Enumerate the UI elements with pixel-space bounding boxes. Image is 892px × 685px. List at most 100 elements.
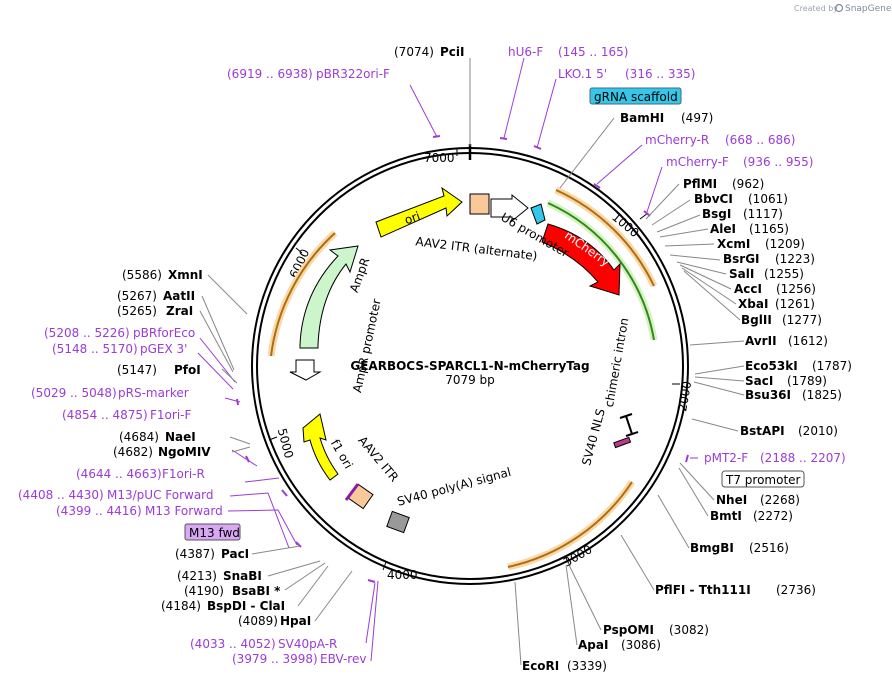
site-name[interactable]: BamHI <box>620 111 664 125</box>
site-name[interactable]: PfoI <box>174 363 201 377</box>
site-name[interactable]: XbaI <box>738 297 768 311</box>
t7-promoter-box[interactable] <box>721 470 805 488</box>
primer-name[interactable]: EBV-rev <box>320 652 366 666</box>
primer-name[interactable]: LKO.1 5' <box>558 67 607 81</box>
primer-name[interactable]: pBRforEco <box>133 326 195 340</box>
site-name[interactable]: PciI <box>440 45 465 59</box>
site-name[interactable]: AatII <box>163 289 195 303</box>
m13-fwd-box[interactable] <box>184 523 241 541</box>
m13-fwd-label: M13 fwd <box>189 526 240 540</box>
site-name[interactable]: NgoMIV <box>158 445 211 459</box>
site-pos: (3339) <box>567 659 607 673</box>
primer-name[interactable]: pBR322ori-F <box>316 67 390 81</box>
ampr-promoter-feature[interactable] <box>289 359 322 381</box>
site-name[interactable]: BmtI <box>710 509 742 523</box>
aav2-itr-feature[interactable] <box>347 483 374 510</box>
primer-name[interactable]: SV40pA-R <box>278 637 337 651</box>
primer-range: (936 .. 955) <box>743 155 813 169</box>
site-pos: (2516) <box>749 541 789 555</box>
site-pos: (5586) <box>122 268 162 282</box>
site-name[interactable]: AvrII <box>745 334 777 348</box>
sv40-nls-feature[interactable] <box>613 413 639 449</box>
site-name[interactable]: BbvCI <box>694 192 733 206</box>
site-name[interactable]: BsaBI * <box>232 584 281 598</box>
primer-name[interactable]: M13/pUC Forward <box>107 488 214 502</box>
snapgene-logo-icon <box>834 3 844 13</box>
primer-name[interactable]: F1ori-F <box>150 408 191 422</box>
f1-ori-feature[interactable] <box>302 413 339 481</box>
site-name[interactable]: BglII <box>741 313 772 327</box>
site-name[interactable]: ZraI <box>166 304 193 318</box>
site-name[interactable]: PflFI - Tth111I <box>655 583 751 597</box>
site-pos: (1261) <box>775 297 815 311</box>
site-name[interactable]: BmgBI <box>690 541 734 555</box>
site-name[interactable]: Eco53kI <box>745 359 798 373</box>
site-name[interactable]: NaeI <box>165 430 196 444</box>
site-name[interactable]: PflMI <box>683 177 717 191</box>
ampr-feature[interactable] <box>299 245 359 349</box>
site-pos: (7074) <box>394 45 434 59</box>
primer-range: (4644 .. 4663) <box>76 467 162 481</box>
tick-7000: 7000 <box>424 151 455 165</box>
tick-5000: 5000 <box>275 427 296 460</box>
site-pos: (4213) <box>177 569 217 583</box>
site-name[interactable]: EcoRI <box>522 659 559 673</box>
sv40-polya-feature[interactable] <box>386 510 410 534</box>
primer-leaders <box>197 57 698 662</box>
site-name[interactable]: ApaI <box>578 638 608 652</box>
primer-range: (145 .. 165) <box>558 45 628 59</box>
site-pos: (1061) <box>748 192 788 206</box>
primer-name[interactable]: pGEX 3' <box>140 342 187 356</box>
site-pos: (1117) <box>743 207 783 221</box>
primer-name[interactable]: mCherry-F <box>666 155 729 169</box>
site-name[interactable]: AccI <box>734 282 762 296</box>
site-name[interactable]: XcmI <box>717 237 750 251</box>
tick-2000: 2000 <box>675 380 694 413</box>
site-name[interactable]: BsgI <box>702 207 731 221</box>
site-name[interactable]: Bsu36I <box>745 388 791 402</box>
primer-name[interactable]: hU6-F <box>508 45 543 59</box>
site-pos: (4684) <box>119 430 159 444</box>
site-name[interactable]: XmnI <box>168 268 203 282</box>
site-name[interactable]: NheI <box>716 493 747 507</box>
primer-name[interactable]: pRS-marker <box>118 386 189 400</box>
site-pos: (5147) <box>117 363 157 377</box>
site-name[interactable]: PacI <box>221 547 249 561</box>
site-pos: (2268) <box>760 493 800 507</box>
grna-scaffold-feature[interactable] <box>530 203 546 225</box>
primer-range: (4033 .. 4052) <box>190 637 276 651</box>
grna-scaffold-box[interactable] <box>589 87 682 105</box>
aav2-itr-label: AAV2 ITR <box>355 433 401 484</box>
ori-feature[interactable] <box>375 186 463 238</box>
primer-name[interactable]: F1ori-R <box>162 467 205 481</box>
site-name[interactable]: SalI <box>729 267 754 281</box>
site-pos: (4682) <box>113 445 153 459</box>
primer-range: (3979 .. 3998) <box>232 652 318 666</box>
primer-name[interactable]: mCherry-R <box>645 133 709 147</box>
primer-range: (4408 .. 4430) <box>18 488 104 502</box>
site-pos: (497) <box>681 111 713 125</box>
primer-name[interactable]: M13 Forward <box>145 504 223 518</box>
site-pos: (1612) <box>788 334 828 348</box>
aav2-itr-alt-feature[interactable] <box>469 193 490 215</box>
primer-name[interactable]: pMT2-F <box>704 451 748 465</box>
credit-brand: SnapGene <box>845 4 892 14</box>
ampr-promoter-label: AmpR promoter <box>350 298 384 394</box>
site-name[interactable]: SacI <box>745 374 773 388</box>
site-pos: (1789) <box>787 374 827 388</box>
site-name[interactable]: AleI <box>710 222 736 236</box>
site-pos: (2010) <box>798 424 838 438</box>
site-name[interactable]: BsrGI <box>723 252 760 266</box>
u6-promoter-feature[interactable] <box>490 193 529 223</box>
credit-text: Created by <box>794 4 838 13</box>
site-leaders <box>199 58 745 666</box>
site-name[interactable]: PspOMI <box>603 623 654 637</box>
site-name[interactable]: BspDI - ClaI <box>207 599 285 613</box>
site-name[interactable]: BstAPI <box>740 424 785 438</box>
site-name[interactable]: HpaI <box>280 614 311 628</box>
site-pos: (5267) <box>117 289 157 303</box>
site-pos: (4190) <box>184 584 224 598</box>
site-pos: (1256) <box>776 282 816 296</box>
site-name[interactable]: SnaBI <box>223 569 262 583</box>
mcherry-feature[interactable] <box>541 223 621 296</box>
